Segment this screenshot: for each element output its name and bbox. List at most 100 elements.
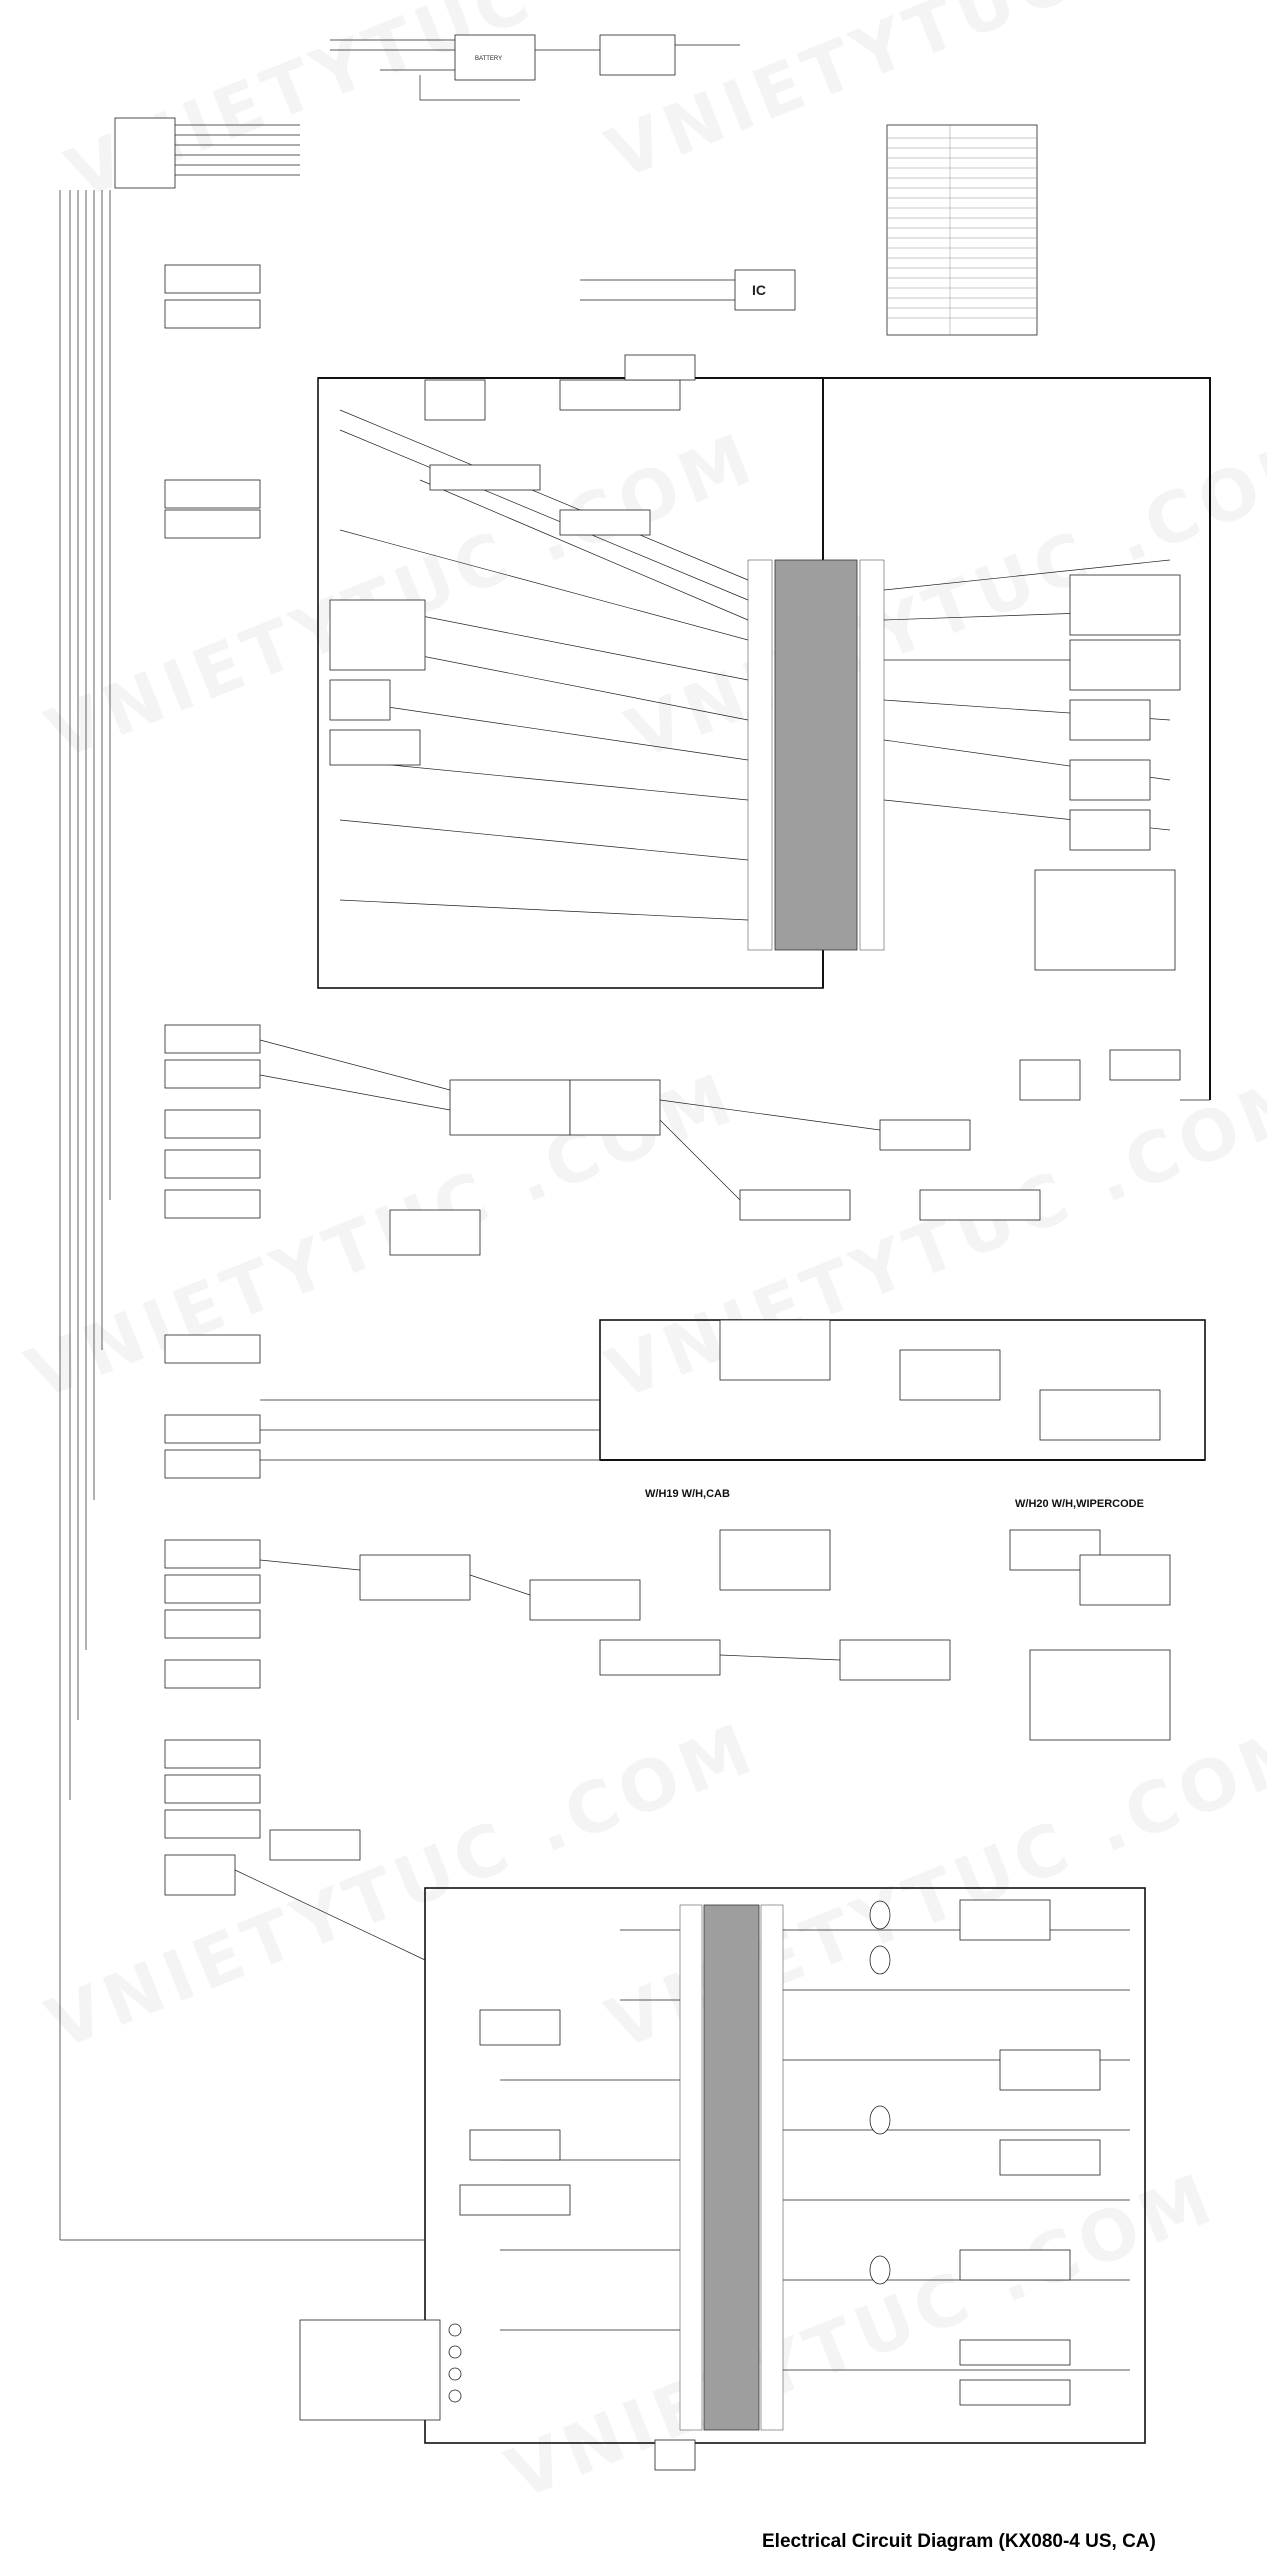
battery-relay-box	[599, 34, 676, 76]
relay-box	[164, 1109, 261, 1139]
relay-box	[164, 1024, 261, 1054]
battery-section: BATTERY	[330, 34, 740, 101]
valve-box	[479, 2009, 561, 2046]
lower-left-relays	[60, 1829, 426, 2241]
engine-ecu-section	[424, 1887, 1146, 2444]
diagram-title: Electrical Circuit Diagram (KX080-4 US, …	[762, 2531, 1156, 2552]
switch-box	[559, 509, 651, 536]
sensor-box	[959, 2249, 1071, 2281]
valve-box	[459, 2184, 571, 2216]
relay-box	[164, 1659, 261, 1689]
connector-box	[559, 379, 681, 411]
blower-box	[1029, 1649, 1171, 1741]
fuse-block	[114, 117, 176, 189]
relay-box	[424, 379, 486, 421]
relay-box	[429, 464, 541, 491]
buzzer-box	[1069, 759, 1151, 801]
alternator-ic-box	[734, 269, 796, 311]
condenser-box	[599, 1639, 721, 1676]
relay-box	[359, 1554, 471, 1601]
cab-harness-section: W/H19 W/H,CAB W/H20 W/H,WIPERCODE	[260, 1319, 1206, 1510]
injector-section	[299, 2319, 696, 2471]
relay-box	[164, 509, 261, 539]
relay-box	[624, 354, 696, 381]
relay-box	[164, 1574, 261, 1604]
alternator-section: IC	[580, 269, 796, 381]
relay-box	[164, 1149, 261, 1179]
injector-circle	[448, 2345, 462, 2359]
cab-controller-section	[317, 377, 1211, 1100]
valve-relay-box	[569, 1079, 661, 1136]
relay-box	[164, 1739, 261, 1769]
switch-box	[329, 679, 391, 721]
buzzer-box	[1069, 809, 1151, 851]
compressor-box	[529, 1579, 641, 1621]
left-bus-lines	[59, 190, 111, 2240]
relay-column-left	[164, 264, 261, 1839]
engine-ecu-pins-left	[679, 1904, 703, 2431]
ecu-pin-strip-right	[859, 559, 885, 951]
relay-box	[164, 1774, 261, 1804]
fuse-block-upper	[114, 117, 300, 189]
sensor-box	[959, 2339, 1071, 2366]
right-components	[1019, 574, 1210, 1101]
relay-box	[879, 1119, 971, 1151]
relay-box	[164, 299, 261, 329]
switch-box	[389, 1209, 481, 1256]
thermostat-box	[839, 1639, 951, 1681]
sensor-circle	[869, 2255, 891, 2285]
sensor-circle	[869, 1900, 891, 1930]
solenoid-box	[1069, 639, 1181, 691]
relay-box	[164, 1854, 236, 1896]
relay-box	[164, 1414, 261, 1444]
relay-box	[164, 1809, 261, 1839]
relay-box	[269, 1829, 361, 1861]
switch-panel-box	[329, 599, 426, 671]
relay-box	[164, 1539, 261, 1569]
cab-ecu-block	[774, 559, 858, 951]
battery-label: BATTERY	[475, 56, 502, 62]
solenoid-box	[1069, 699, 1151, 741]
relay-box	[164, 1059, 261, 1089]
relay-box	[164, 1189, 261, 1219]
ac-switch-box	[719, 1529, 831, 1591]
relay-box	[739, 1189, 851, 1221]
light-box	[719, 1319, 831, 1381]
speaker-box	[899, 1349, 1001, 1401]
sensor-box	[999, 2049, 1101, 2091]
sensor-circle	[869, 2105, 891, 2135]
fan-switch-box	[1079, 1554, 1171, 1606]
legend-table-box	[886, 124, 1038, 336]
sensor-box	[959, 2379, 1071, 2406]
relay-box	[164, 1609, 261, 1639]
injector-box	[299, 2319, 441, 2421]
valve-relay-box	[449, 1079, 571, 1136]
middle-relay-area	[259, 1039, 1041, 1256]
watermark-text: VNIETYTUC .COM	[496, 2156, 1228, 2515]
engine-ecu-block	[703, 1904, 760, 2431]
connector-box	[1109, 1049, 1181, 1081]
ecu-pin-strip-left	[747, 559, 773, 951]
horn-box	[919, 1189, 1041, 1221]
relay-box	[164, 264, 261, 294]
harness-label-wiper: W/H20 W/H,WIPERCODE	[1015, 1498, 1144, 1510]
sensor-box	[959, 1899, 1051, 1941]
meter-box	[1034, 869, 1176, 971]
ac-section	[259, 1529, 1171, 1741]
sensor-box	[1019, 1059, 1081, 1101]
power-source-box	[1039, 1389, 1161, 1441]
battery-box	[454, 34, 536, 81]
sensor-box	[999, 2139, 1101, 2176]
relay-box	[164, 1449, 261, 1479]
engine-frame	[424, 1887, 1146, 2444]
connector-box	[654, 2439, 696, 2471]
solenoid-box	[1069, 574, 1181, 636]
legend-table	[886, 124, 1038, 336]
relay-box	[164, 1334, 261, 1364]
harness-label-cab: W/H19 W/H,CAB	[645, 1488, 730, 1500]
injector-circle	[448, 2389, 462, 2403]
switch-box	[329, 729, 421, 766]
relay-box	[164, 479, 261, 509]
sensor-circle	[869, 1945, 891, 1975]
